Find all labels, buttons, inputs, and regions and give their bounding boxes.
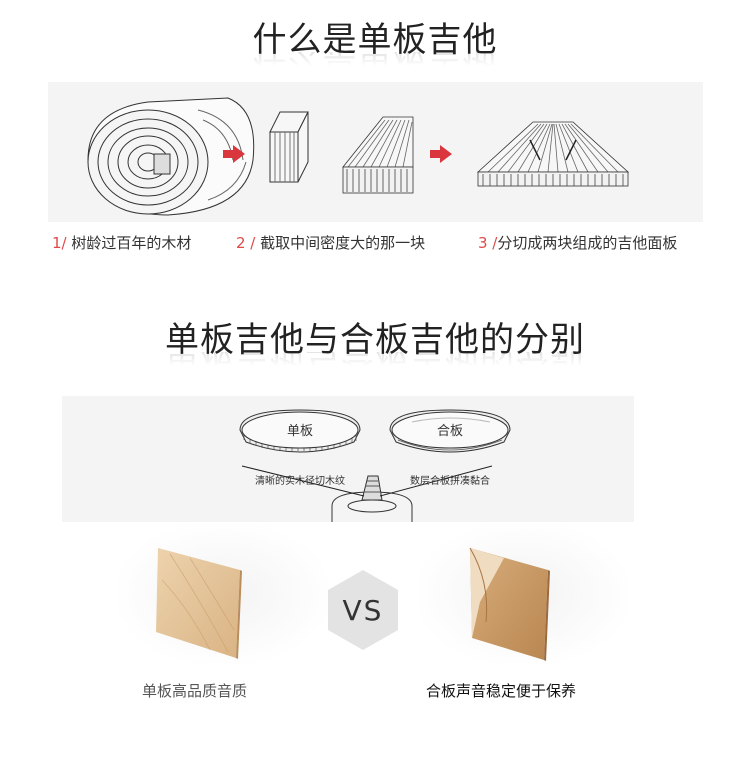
sliced-boards-illustration xyxy=(342,116,414,194)
split-top-illustration xyxy=(476,121,630,187)
left-disc-caption: 清晰的实木径切木纹 xyxy=(255,474,345,487)
solid-wood-panel xyxy=(156,548,242,659)
process-illustration-panel xyxy=(48,82,703,222)
process-illustration xyxy=(87,97,630,216)
vs-badge: VS xyxy=(328,570,398,650)
right-disc-caption: 数层合板拼凑黏合 xyxy=(410,474,490,487)
plank-illustration xyxy=(269,111,309,183)
arrow-2 xyxy=(430,145,452,163)
right-disc-label: 合板 xyxy=(437,424,463,439)
step-1-number: 1/ xyxy=(52,234,67,252)
step-2-number: 2 / xyxy=(236,234,256,252)
left-disc-label: 单板 xyxy=(287,424,313,439)
log-illustration xyxy=(87,97,255,216)
step-3-number: 3 / xyxy=(478,234,498,252)
step-2-caption: 2 / 截取中间密度大的那一块 xyxy=(236,232,425,253)
laminate-label: 合板声音稳定便于保养 xyxy=(426,682,577,700)
left-disc xyxy=(239,409,361,453)
solid-wood-label: 单板高品质音质 xyxy=(142,682,248,700)
laminate-panel xyxy=(469,547,550,661)
step-1-caption: 1/ 树龄过百年的木材 xyxy=(52,232,191,253)
right-disc xyxy=(389,409,511,453)
step-2-text: 截取中间密度大的那一块 xyxy=(255,234,426,252)
disc-diagram-panel: 单板 合板 清晰的实木径切木纹 数层合板拼凑黏合 xyxy=(62,396,634,522)
section2-title: 单板吉他与合板吉他的分别 xyxy=(165,320,585,360)
step-3-text: 分切成两块组成的吉他面板 xyxy=(497,234,678,252)
disc-diagram: 单板 合板 清晰的实木径切木纹 数层合板拼凑黏合 xyxy=(239,409,511,522)
section2-title-reflection: 单板吉他与合板吉他的分别 xyxy=(165,352,585,376)
arrow-1 xyxy=(223,145,245,163)
section1-title-reflection: 什么是单板吉他 xyxy=(252,52,498,76)
section1-title: 什么是单板吉他 xyxy=(252,20,498,60)
vs-text: VS xyxy=(342,593,384,627)
step-1-text: 树龄过百年的木材 xyxy=(66,234,192,252)
step-3-caption: 3 /分切成两块组成的吉他面板 xyxy=(478,232,677,253)
